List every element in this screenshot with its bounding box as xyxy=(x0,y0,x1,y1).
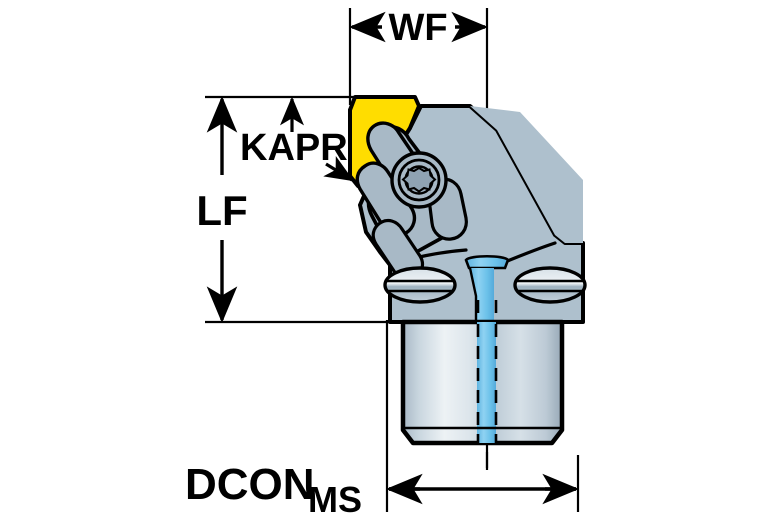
torx-star-glyph xyxy=(401,166,437,193)
dim-lf-label: LF xyxy=(196,187,247,234)
dim-dcon-label: DCON xyxy=(185,460,315,509)
dimension-wf: WF xyxy=(348,7,489,49)
shank-bore-hidden-edges xyxy=(476,324,498,443)
dim-kapr-arrow-diagonal xyxy=(323,155,355,182)
coolant-nozzle-left-outer xyxy=(383,266,457,304)
coolant-nozzle-right xyxy=(513,266,587,304)
coolant-channel-angled-edge xyxy=(468,267,478,322)
shank-coolant-overlay xyxy=(477,322,496,443)
ms-coupling-shank xyxy=(400,319,565,446)
dim-kapr-label: KAPR xyxy=(240,127,348,169)
torx-screw xyxy=(390,151,448,209)
coolant-channel-bowl xyxy=(464,254,510,270)
dimension-dcon-ms: DCON MS xyxy=(185,460,580,520)
coolant-nozzle-left xyxy=(383,266,457,304)
dimension-kapr: KAPR xyxy=(240,96,355,182)
tool-body-facet xyxy=(470,106,583,243)
clamp-assembly xyxy=(355,121,468,281)
dim-wf-label: WF xyxy=(388,7,447,49)
dim-dcon-subscript: MS xyxy=(308,479,362,520)
dimension-lf: LF xyxy=(196,95,248,324)
flange-details xyxy=(383,266,587,304)
coolant-nozzle-right-outer xyxy=(513,266,587,304)
